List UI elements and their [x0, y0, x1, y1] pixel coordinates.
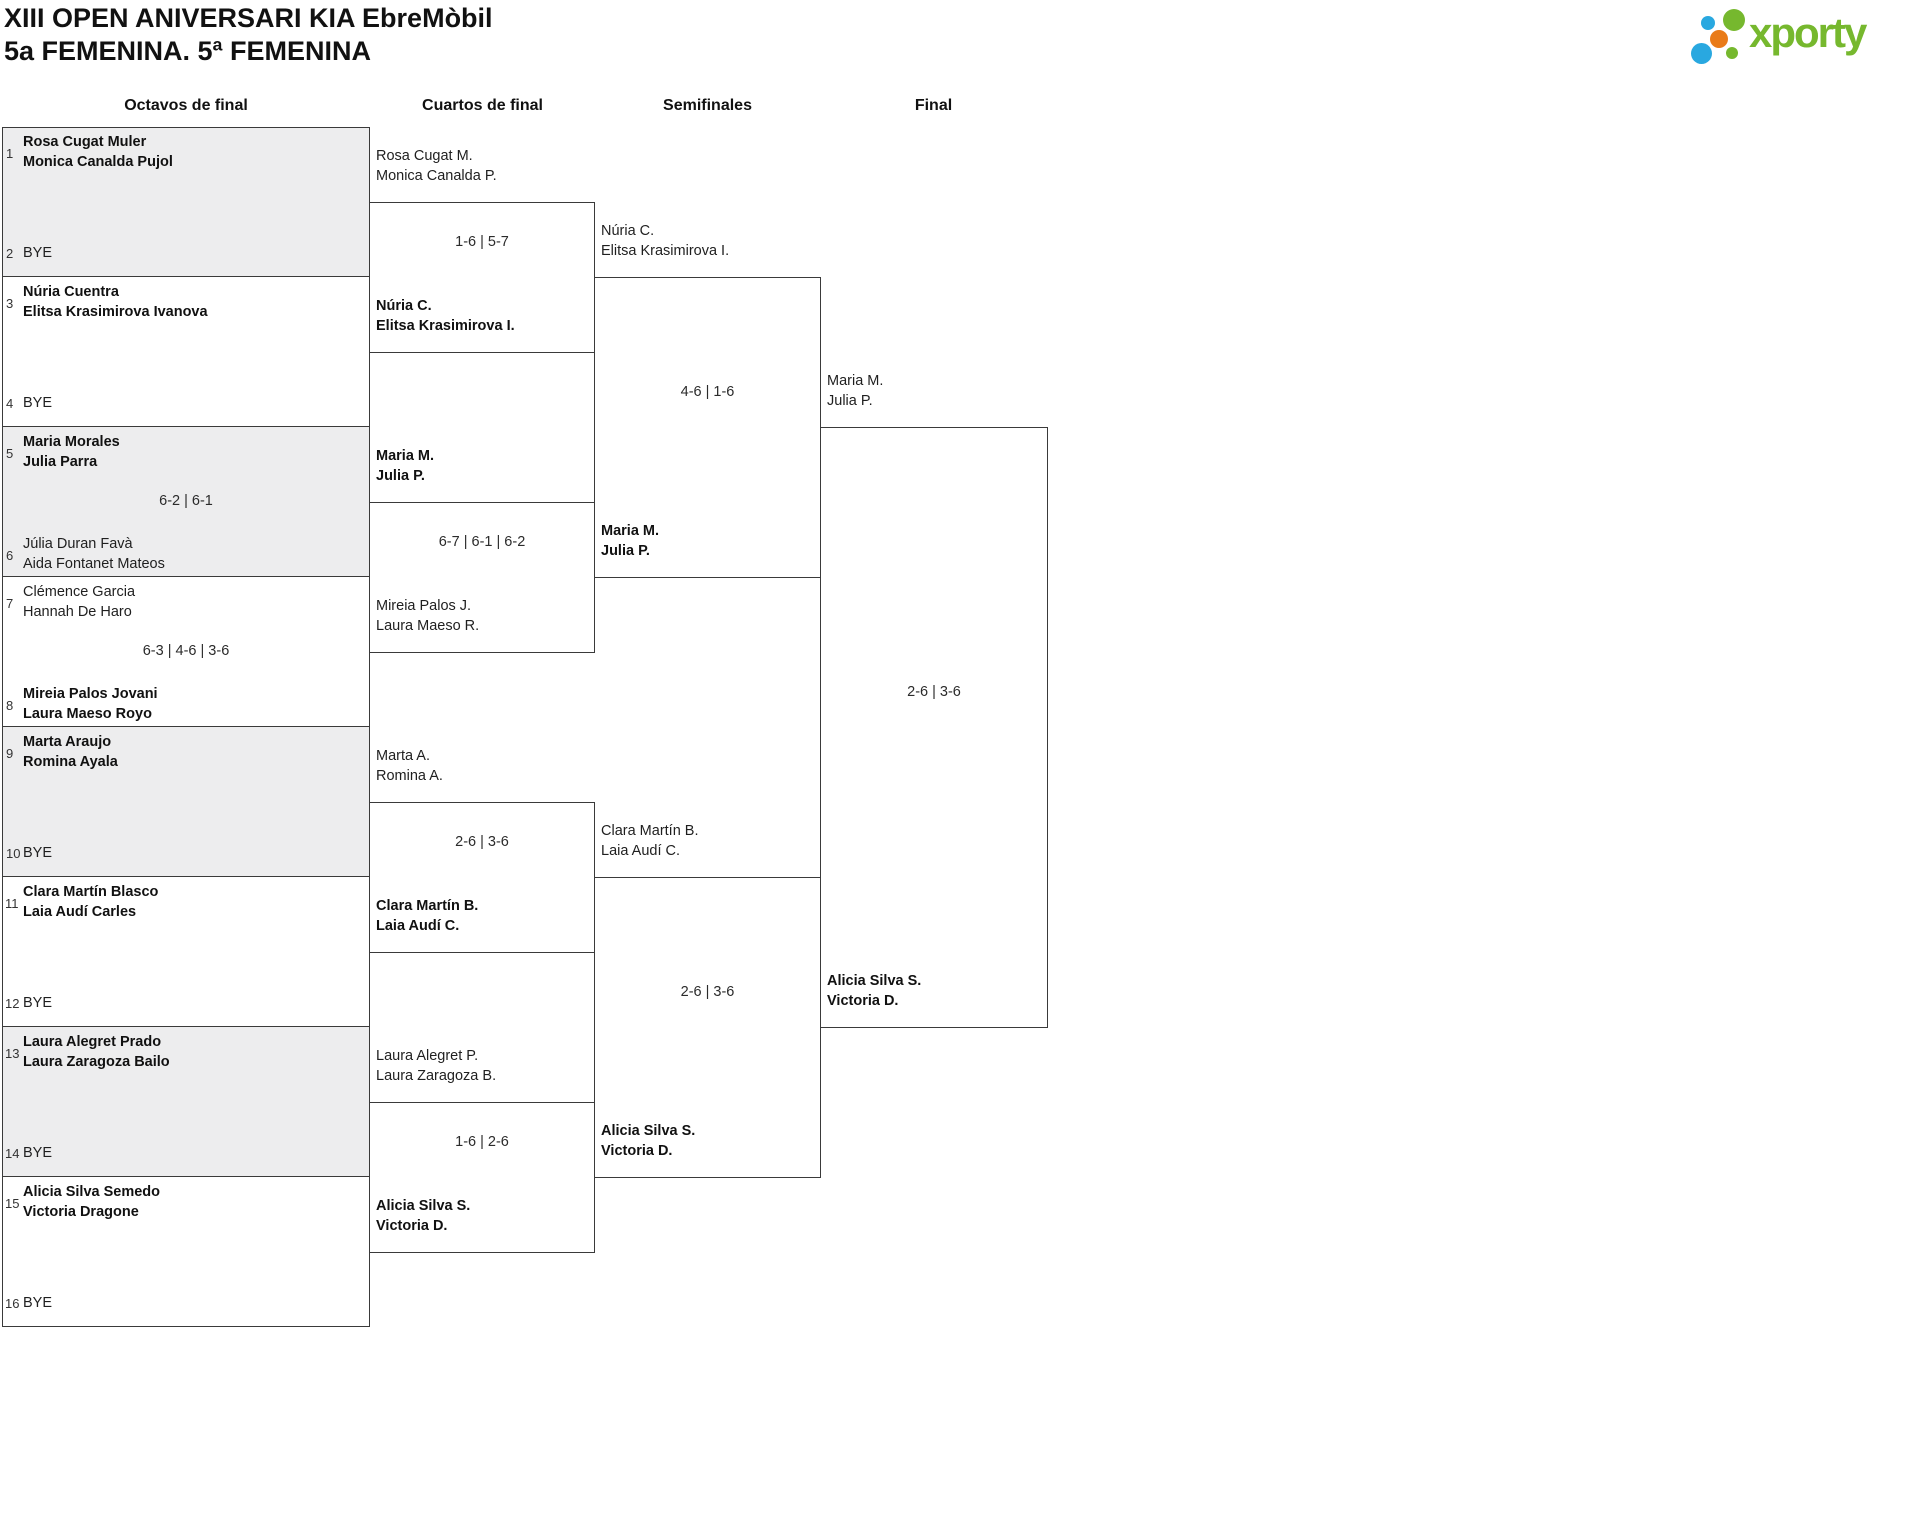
team-entry: Clara Martín B. Laia Audí C.: [376, 898, 479, 934]
bye-entry: BYE: [23, 845, 53, 861]
round-header-cuartos: Cuartos de final: [422, 97, 543, 114]
team-entry: Maria M. Julia P.: [601, 523, 660, 559]
seed-number: 15: [5, 1196, 20, 1211]
team-entry: Maria Morales Julia Parra: [23, 434, 120, 470]
team-entry: Alicia Silva Semedo Victoria Dragone: [23, 1184, 161, 1220]
seed-number: 8: [6, 698, 14, 713]
match-score: 6-2 | 6-1: [159, 493, 213, 509]
seed-number: 1: [6, 146, 14, 161]
team-entry: Clémence Garcia Hannah De Haro: [23, 584, 136, 620]
team-entry: Maria M. Julia P.: [827, 373, 884, 409]
seed-number: 2: [6, 246, 14, 261]
team-entry: Alicia Silva S. Victoria D.: [827, 973, 922, 1009]
bye-entry: BYE: [23, 995, 53, 1011]
round-header-final: Final: [914, 97, 953, 114]
seed-number: 10: [6, 846, 21, 861]
seed-number: 4: [6, 396, 14, 411]
logo-dot-green-small: [1726, 47, 1738, 59]
match-score: 2-6 | 3-6: [680, 984, 735, 1000]
team-entry: Maria M. Julia P.: [376, 448, 435, 484]
tournament-title: XIII OPEN ANIVERSARI KIA EbreMòbil: [4, 3, 493, 33]
seed-number: 14: [5, 1146, 20, 1161]
seed-number: 5: [6, 446, 14, 461]
bye-entry: BYE: [23, 1295, 53, 1311]
match-score: 2-6 | 3-6: [455, 834, 509, 850]
team-entry: Clara Martín B. Laia Audí C.: [601, 823, 699, 859]
match-box-r16-1: [2, 127, 370, 277]
round-header-octavos: Octavos de final: [124, 97, 248, 114]
team-entry: Núria Cuentra Elitsa Krasimirova Ivanova: [23, 284, 208, 320]
logo-dot-blue-small: [1701, 16, 1715, 30]
team-entry: Laura Alegret Prado Laura Zaragoza Bailo: [23, 1034, 170, 1070]
team-entry: Júlia Duran Favà Aida Fontanet Mateos: [23, 536, 165, 572]
match-score: 6-7 | 6-1 | 6-2: [438, 534, 526, 550]
seed-number: 3: [6, 296, 14, 311]
team-entry: Laura Alegret P. Laura Zaragoza B.: [376, 1048, 497, 1084]
logo-dot-orange: [1710, 30, 1728, 48]
team-entry: Marta A. Romina A.: [376, 748, 443, 784]
seed-number: 11: [5, 896, 19, 911]
match-box-r16-5: [2, 727, 370, 877]
seed-number: 7: [6, 596, 14, 611]
match-score: 6-3 | 4-6 | 3-6: [142, 643, 230, 659]
seed-number: 16: [5, 1296, 20, 1311]
team-entry: Rosa Cugat Muler Monica Canalda Pujol: [23, 134, 173, 170]
match-box-r16-3: [2, 427, 370, 577]
team-entry: Marta Araujo Romina Ayala: [23, 734, 118, 770]
logo-dot-green-large: [1723, 9, 1745, 31]
seed-number: 6: [6, 548, 14, 563]
team-entry: Mireia Palos Jovani Laura Maeso Royo: [23, 686, 158, 722]
bye-entry: BYE: [23, 245, 53, 261]
team-entry: Núria C. Elitsa Krasimirova I.: [601, 223, 730, 259]
team-entry: Núria C. Elitsa Krasimirova I.: [376, 298, 515, 334]
match-score: 4-6 | 1-6: [680, 384, 735, 400]
logo-dot-blue-large: [1691, 43, 1712, 64]
bye-entry: BYE: [23, 1145, 53, 1161]
category-title: 5a FEMENINA. 5ª FEMENINA: [4, 36, 372, 66]
match-box-r16-7: [2, 1027, 370, 1177]
match-score: 1-6 | 2-6: [455, 1134, 509, 1150]
logo-wordmark: xporty: [1749, 9, 1867, 56]
xporty-logo[interactable]: xporty: [1685, 4, 1915, 68]
round-header-semifinales: Semifinales: [663, 97, 752, 114]
match-box-final: [820, 427, 1048, 1028]
team-entry: Clara Martín Blasco Laia Audí Carles: [23, 884, 159, 920]
team-entry: Alicia Silva S. Victoria D.: [601, 1123, 696, 1159]
seed-number: 13: [5, 1046, 20, 1061]
bye-entry: BYE: [23, 395, 53, 411]
team-entry: Mireia Palos J. Laura Maeso R.: [376, 598, 480, 634]
team-entry: Alicia Silva S. Victoria D.: [376, 1198, 471, 1234]
seed-number: 9: [6, 746, 14, 761]
match-score: 2-6 | 3-6: [907, 684, 961, 700]
seed-number: 12: [5, 996, 20, 1011]
match-score: 1-6 | 5-7: [455, 234, 509, 250]
team-entry: Rosa Cugat M. Monica Canalda P.: [376, 148, 497, 184]
